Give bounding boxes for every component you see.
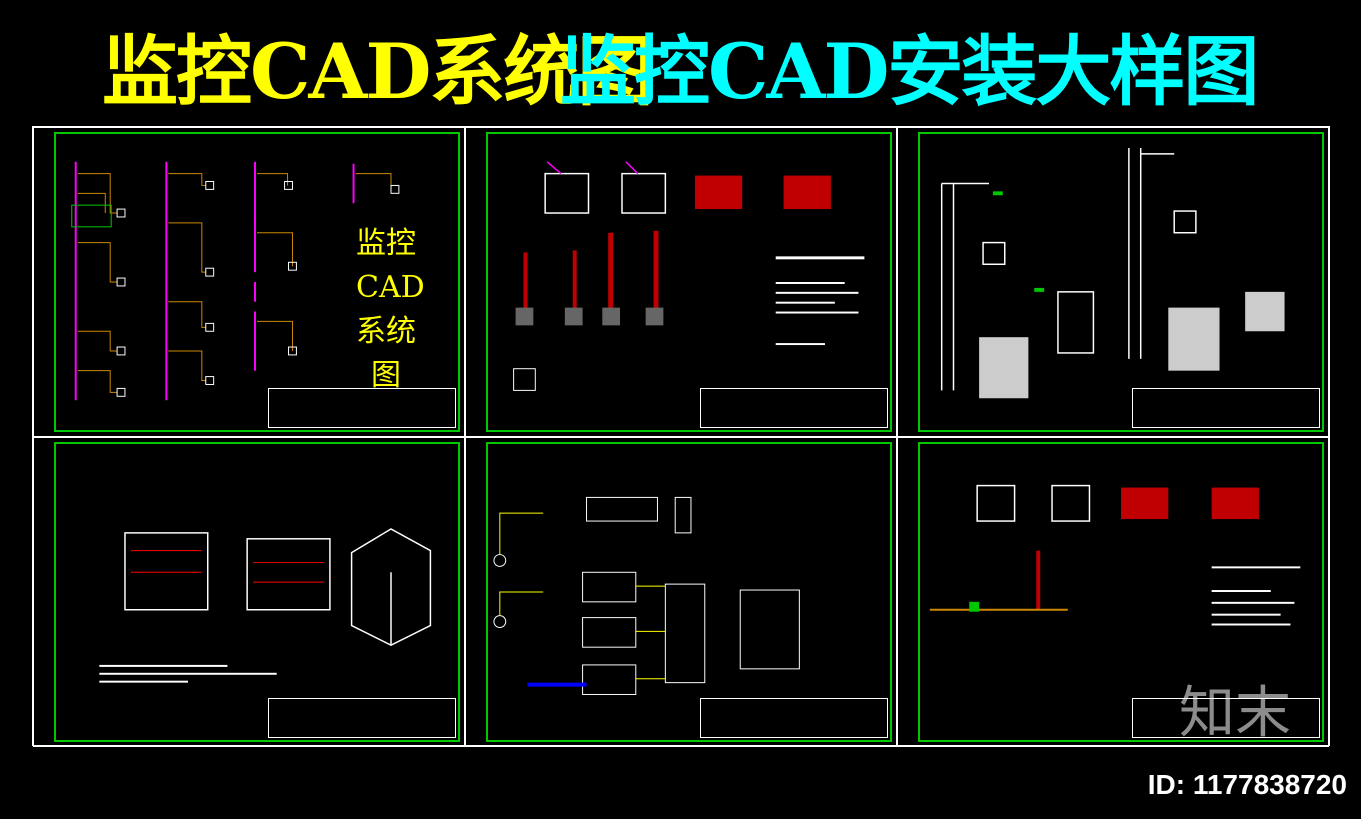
panel-wiring-diagram[interactable] [465, 437, 897, 747]
panel-foundation-detail[interactable] [465, 127, 897, 437]
titleblock-1 [268, 388, 456, 428]
panel-camera-install[interactable] [897, 437, 1329, 747]
panel-equipment-box[interactable] [33, 437, 465, 747]
system-diagram-label: 监控 CAD 系统 图 [356, 222, 425, 398]
titleblock-5 [700, 698, 888, 738]
panel-pole-detail[interactable] [897, 127, 1329, 437]
equipment-box-drawing [99, 528, 432, 683]
label-line-2: CAD [356, 270, 425, 305]
label-line-1: 监控 [356, 226, 416, 261]
zhimo-logo: 知末 [1179, 681, 1291, 746]
image-id-label: ID: 1177838720 [1147, 769, 1347, 800]
panel-system-diagram[interactable]: 监控 CAD 系统 图 [33, 127, 465, 437]
foundation-detail-drawing [513, 161, 865, 391]
titleblock-4 [268, 698, 456, 738]
system-diagram-drawing [71, 161, 400, 401]
label-line-4: 图 [371, 358, 401, 393]
titleblock-2 [700, 388, 888, 428]
drawing-sheet: 监控 CAD 系统 图 [32, 126, 1330, 747]
pole-detail-drawing [940, 147, 1285, 399]
title-install-detail: 监控CAD安装大样图 [560, 27, 1259, 116]
label-line-3: 系统 [356, 314, 416, 349]
camera-install-drawing [929, 484, 1301, 626]
titleblock-6 [1132, 698, 1320, 738]
wiring-diagram-drawing [493, 496, 800, 695]
title-system-diagram: 监控CAD系统图 [102, 27, 653, 116]
titleblock-3 [1132, 388, 1320, 428]
